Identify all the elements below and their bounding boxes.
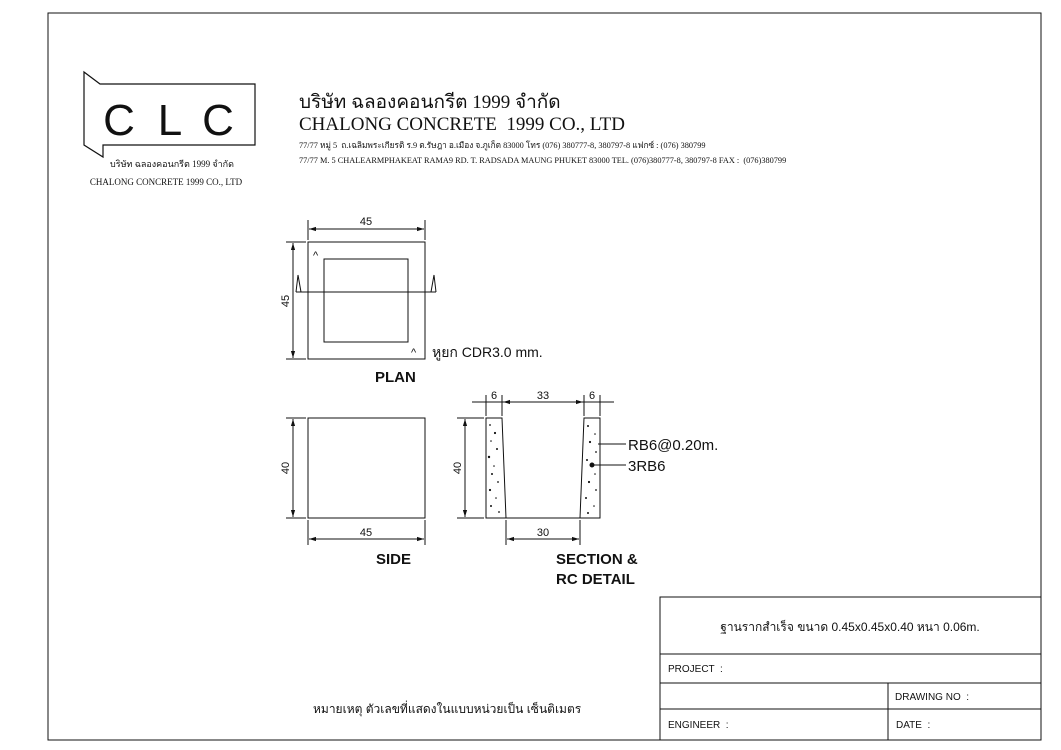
logo-letter-1: C	[103, 96, 137, 145]
section-dim-top-left: 6	[491, 390, 497, 402]
section-label-1: SECTION &	[556, 551, 638, 568]
side-dim-bottom: 45	[360, 527, 372, 539]
company-name-en: CHALONG CONCRETE 1999 CO., LTD	[299, 114, 625, 135]
side-outline	[307, 417, 426, 519]
plan-notch-top: ^	[313, 250, 319, 262]
rebar-label-2: 3RB6	[628, 458, 666, 475]
logo-letter-2: L	[158, 96, 182, 145]
side-label: SIDE	[376, 551, 411, 568]
title-block-project: PROJECT :	[668, 664, 723, 675]
title-block-engineer: ENGINEER :	[668, 720, 729, 731]
section-view	[457, 395, 626, 545]
plan-cut-mark-left	[295, 274, 302, 293]
section-dim-bottom: 30	[537, 527, 549, 539]
title-block	[659, 596, 1042, 741]
side-dim-left: 40	[280, 462, 292, 474]
logo-frame	[83, 70, 256, 159]
rebar-label-1: RB6@0.20m.	[628, 437, 718, 454]
company-address-en: 77/77 M. 5 CHALEARMPHAKEAT RAMA9 RD. T. …	[299, 156, 786, 165]
title-block-frame	[659, 596, 1042, 741]
title-block-date: DATE :	[896, 720, 930, 731]
plan-dim-top: 45	[360, 216, 372, 228]
side-view	[286, 417, 426, 545]
company-address-th: 77/77 หมู่ 5 ถ.เฉลิมพระเกียรติ ร.9 ต.รัษ…	[299, 140, 706, 151]
plan-notch-bottom: ^	[411, 347, 417, 359]
company-logo: C L C บริษัท ฉลองคอนกรีต 1999 จำกัด CHAL…	[83, 70, 256, 187]
plan-view	[286, 220, 437, 360]
plan-inner	[323, 258, 409, 343]
title-block-drawing-no: DRAWING NO :	[895, 692, 969, 703]
logo-letter-3: C	[202, 96, 234, 145]
section-dim-left: 40	[452, 462, 464, 474]
section-label-2: RC DETAIL	[556, 571, 635, 588]
logo-caption-th: บริษัท ฉลองคอนกรีต 1999 จำกัด	[110, 159, 234, 169]
plan-dim-left: 45	[280, 295, 292, 307]
company-name-th: บริษัท ฉลองคอนกรีต 1999 จำกัด	[299, 91, 561, 113]
company-header: บริษัท ฉลองคอนกรีต 1999 จำกัด CHALONG CO…	[299, 91, 786, 165]
plan-outer	[307, 241, 426, 360]
plan-cut-mark-right	[430, 274, 437, 293]
plan-lifting-note: หูยก CDR3.0 mm.	[432, 344, 543, 361]
units-note: หมายเหตุ ตัวเลขที่แสดงในแบบหน่วยเป็น เซ็…	[313, 700, 582, 717]
concrete-hatch	[487, 424, 597, 514]
section-dim-top-mid: 33	[537, 390, 549, 402]
sheet-border	[47, 12, 1042, 741]
rebar-dot	[589, 462, 595, 468]
section-wall-right	[579, 417, 601, 519]
section-dim-top-right: 6	[589, 390, 595, 402]
title-block-title: ฐานรากสำเร็จ ขนาด 0.45x0.45x0.40 หนา 0.0…	[720, 619, 980, 634]
plan-label: PLAN	[375, 369, 416, 386]
logo-caption-en: CHALONG CONCRETE 1999 CO., LTD	[90, 177, 243, 187]
